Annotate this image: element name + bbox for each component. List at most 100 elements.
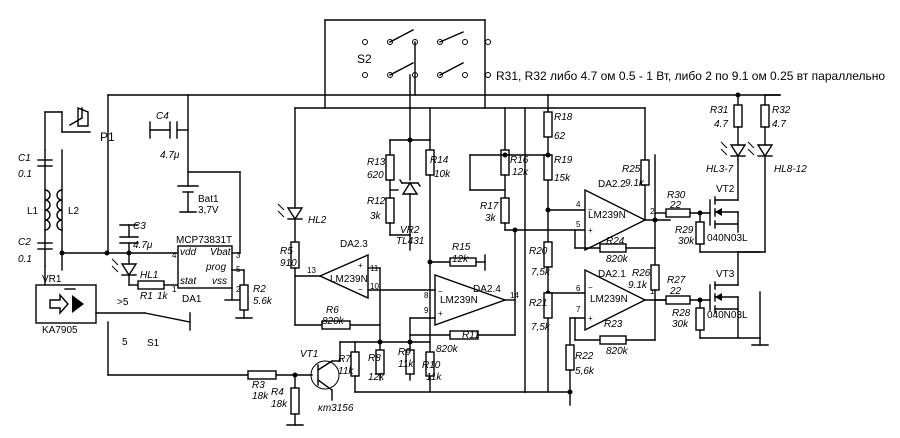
value-r23: 820k bbox=[606, 346, 629, 357]
pin-vbat: Vbat bbox=[210, 247, 232, 258]
mosfet-vt3 bbox=[709, 281, 739, 314]
resistor-r28 bbox=[695, 299, 705, 339]
label-hl8-12: HL8-12 bbox=[774, 164, 807, 175]
label-r15: R15 bbox=[452, 242, 471, 253]
value-r8: 12k bbox=[368, 372, 385, 383]
part-da2-3: LM239N bbox=[330, 274, 368, 285]
label-l2: L2 bbox=[68, 206, 80, 217]
resistor-r25 bbox=[640, 107, 650, 221]
junction bbox=[59, 250, 65, 256]
resistor-r9 bbox=[405, 349, 415, 375]
resistor-r17 bbox=[500, 197, 510, 231]
value-r10: 11k bbox=[426, 372, 442, 383]
junction bbox=[502, 152, 508, 158]
resistor-r21 bbox=[543, 292, 553, 393]
led-hl8-12 bbox=[747, 141, 774, 253]
value-r21: 7,5k bbox=[531, 322, 551, 333]
resistor-r31 bbox=[733, 104, 743, 146]
capacitor-c2 bbox=[37, 242, 53, 250]
label-da2-4: DA2.4 bbox=[473, 284, 501, 295]
label-r30: R30 bbox=[667, 190, 686, 201]
svg-text:6: 6 bbox=[576, 284, 581, 293]
svg-text:4: 4 bbox=[172, 251, 177, 260]
junction bbox=[407, 339, 413, 345]
junction bbox=[292, 372, 298, 378]
capacitor-c3 bbox=[119, 224, 139, 254]
label-hl2: HL2 bbox=[308, 215, 327, 226]
value-r22: 5,6k bbox=[575, 366, 595, 377]
resistor-r15 bbox=[449, 254, 486, 271]
switch-s2[interactable] bbox=[362, 29, 491, 141]
resistor-r32 bbox=[760, 104, 770, 146]
label-r19: R19 bbox=[554, 155, 573, 166]
resistor-r29 bbox=[695, 212, 705, 253]
capacitor-c1 bbox=[37, 159, 53, 167]
label-da1: DA1 bbox=[182, 294, 202, 305]
value-r13: 620 bbox=[367, 170, 384, 181]
label-c2: C2 bbox=[18, 237, 31, 248]
label-r5: R5 bbox=[280, 246, 293, 257]
value-r5: 910 bbox=[280, 258, 297, 269]
resistor-r18 bbox=[543, 111, 553, 156]
svg-text:1: 1 bbox=[650, 287, 655, 296]
junction bbox=[104, 250, 110, 256]
value-r4: 18k bbox=[271, 399, 288, 410]
svg-text:+: + bbox=[588, 314, 593, 323]
svg-text:+: + bbox=[358, 261, 363, 270]
resistor-r6 bbox=[321, 320, 351, 330]
resistor-r14 bbox=[425, 139, 435, 381]
choke-l1-l2 bbox=[44, 189, 63, 231]
label-vt1: VT1 bbox=[300, 349, 318, 360]
label-r32: R32 bbox=[772, 105, 791, 116]
resistor-r24 bbox=[574, 219, 656, 253]
resistor-r26 bbox=[650, 247, 660, 341]
regulator-vr1 bbox=[35, 284, 97, 324]
label-r6: R6 bbox=[326, 305, 339, 316]
opamp-da2-1 bbox=[584, 268, 647, 332]
part-vt3: 040N03L bbox=[707, 310, 748, 321]
resistor-r5 bbox=[290, 241, 300, 326]
resistor-r20 bbox=[543, 241, 553, 294]
opamp-da2-3 bbox=[318, 253, 369, 300]
value-r15: 12k bbox=[452, 254, 469, 265]
value-r3: 18k bbox=[252, 391, 269, 402]
value-r11: 820k bbox=[436, 344, 459, 355]
label-da2-2: DA2.2 bbox=[598, 179, 626, 190]
value-r12: 3k bbox=[370, 211, 382, 222]
svg-text:4: 4 bbox=[576, 200, 581, 209]
led-hl3-7 bbox=[720, 141, 747, 161]
value-r31: 4.7 bbox=[714, 119, 728, 130]
label-da2-3: DA2.3 bbox=[340, 239, 368, 250]
connector-p1[interactable] bbox=[44, 106, 91, 151]
value-r19: 15k bbox=[554, 173, 571, 184]
label-vr1: VR1 bbox=[42, 274, 62, 285]
label-r24: R24 bbox=[606, 236, 625, 247]
label-l1: L1 bbox=[27, 206, 39, 217]
transistor-vt1 bbox=[310, 341, 341, 391]
resistor-r4 bbox=[286, 374, 304, 426]
value-c2: 0.1 bbox=[18, 254, 32, 265]
junction bbox=[512, 227, 518, 233]
svg-text:2: 2 bbox=[650, 207, 655, 216]
label-r12: R12 bbox=[367, 196, 386, 207]
label-r17: R17 bbox=[480, 201, 499, 212]
value-r27: 22 bbox=[669, 286, 682, 297]
resistor-r23 bbox=[574, 335, 656, 345]
label-s1: S1 bbox=[147, 338, 160, 349]
value-r6: 820k bbox=[322, 316, 345, 327]
svg-text:−: − bbox=[588, 283, 593, 292]
value-r18: 62 bbox=[554, 131, 566, 142]
label-r22: R22 bbox=[575, 351, 594, 362]
capacitor-c4 bbox=[149, 121, 189, 139]
resistor-r13 bbox=[385, 139, 395, 199]
resistor-r2 bbox=[235, 284, 253, 319]
label-r16: R16 bbox=[510, 155, 529, 166]
label-hl1: HL1 bbox=[140, 270, 158, 281]
value-r32: 4.7 bbox=[772, 119, 786, 130]
resistor-r16 bbox=[500, 149, 510, 199]
svg-text:3: 3 bbox=[236, 251, 241, 260]
label-r28: R28 bbox=[672, 308, 691, 319]
switch-s1[interactable] bbox=[95, 312, 191, 376]
label-vt3: VT3 bbox=[716, 269, 735, 280]
svg-text:1: 1 bbox=[172, 285, 177, 294]
